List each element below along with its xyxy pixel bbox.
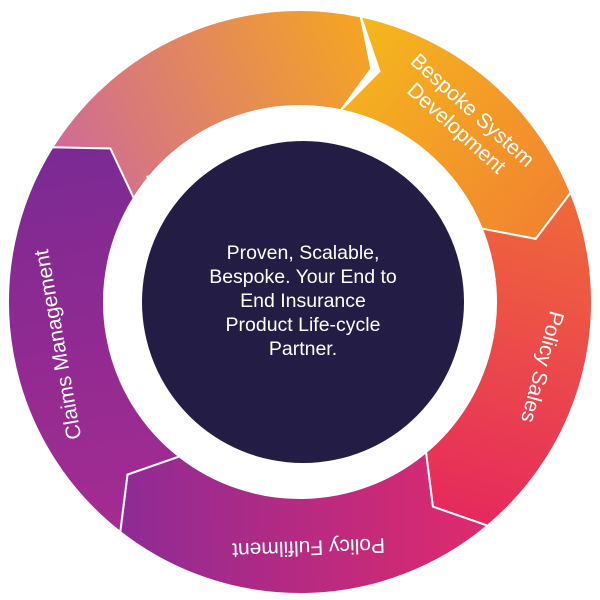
- segments-layer: [7, 9, 593, 595]
- segment-policy-fulfilment: [119, 450, 490, 595]
- segment-claims: [7, 146, 182, 534]
- segment-label-line: Policy Fulfilment: [232, 534, 386, 562]
- center-hub: [142, 141, 464, 463]
- segment-label-policy-fulfilment: Policy Fulfilment: [232, 534, 386, 562]
- segment-policy-sales: [424, 190, 593, 527]
- segment-marketing: [50, 9, 373, 200]
- segment-bespoke: [338, 15, 572, 240]
